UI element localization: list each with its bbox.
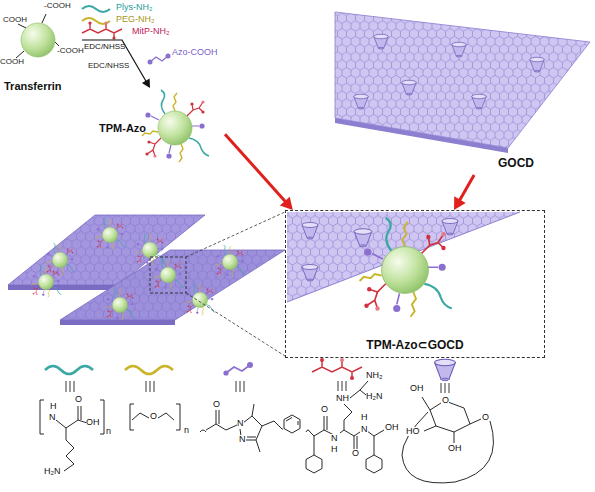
peg-icon xyxy=(125,366,173,374)
node-region: GOCD xyxy=(330,5,592,175)
atom-label: NH xyxy=(336,394,349,403)
annotation: COOH xyxy=(0,58,24,66)
edge-label: EDC/NHSS xyxy=(84,43,125,51)
atom-label: O xyxy=(150,412,157,421)
atom-label: OH xyxy=(410,384,424,393)
atom-label: O xyxy=(352,449,359,458)
atom-label: OH xyxy=(385,423,399,432)
atom-label: n xyxy=(184,426,189,435)
assembled-sheets xyxy=(8,215,285,325)
atom-label: O xyxy=(75,395,82,404)
annotation: COOH xyxy=(3,16,27,24)
annotation: MitP-NH₂ xyxy=(132,27,170,36)
atom-label: N xyxy=(239,435,246,444)
equivalence-symbol xyxy=(66,381,449,393)
zoom-interior xyxy=(287,212,520,317)
node-label: TPM-Azo xyxy=(99,122,146,134)
atom-label: O xyxy=(482,413,489,422)
annotation: -COOH xyxy=(44,2,71,10)
atom-label: H xyxy=(50,402,57,411)
annotation: Plys-NH₂ xyxy=(116,3,153,12)
atom-label: O xyxy=(321,405,328,414)
atom-label: H xyxy=(331,445,338,454)
cd-icon xyxy=(435,359,456,380)
peg-chain xyxy=(82,18,110,24)
atom-label: H₂N xyxy=(366,392,383,401)
azo-group xyxy=(148,54,171,65)
node-label: Transferrin xyxy=(4,80,61,92)
node-label: GOCD xyxy=(498,157,534,170)
reaction-arrow xyxy=(225,134,286,203)
atom-label: N xyxy=(49,413,56,422)
atom-label: H xyxy=(361,413,368,422)
atom-label: HO xyxy=(406,427,420,436)
atom-label: NH₂ xyxy=(366,371,383,380)
reaction-arrow xyxy=(459,175,474,202)
mitp-icon xyxy=(312,358,362,380)
atom-label: N xyxy=(361,425,368,434)
arrow-head xyxy=(454,196,466,210)
chemical-structures xyxy=(40,381,493,483)
protein-sphere xyxy=(21,23,55,57)
mitp-chain xyxy=(82,21,122,39)
atom-label: OH xyxy=(86,418,100,427)
node-region: TPM-Azo xyxy=(95,88,225,172)
plys-chain xyxy=(82,6,110,12)
annotation: -COOH xyxy=(57,47,84,55)
atom-label: O xyxy=(442,396,449,405)
arrow-head xyxy=(280,197,293,210)
arrow-head xyxy=(142,79,150,88)
tpm-azo-particle xyxy=(142,90,209,162)
atom-label: OH xyxy=(448,444,462,453)
annotation: EDC/NHSS xyxy=(88,62,129,70)
plys-icon xyxy=(45,366,93,374)
atom-label: n xyxy=(106,427,111,436)
atom-label: H₂N xyxy=(44,467,61,476)
annotation: Azo-COOH xyxy=(172,48,218,57)
zoom-box: TPM-Azo⊂GOCD xyxy=(285,210,545,358)
annotation: PEG-NH₂ xyxy=(116,15,155,24)
node-label: TPM-Azo⊂GOCD xyxy=(286,339,544,352)
atom-label: N xyxy=(331,434,338,443)
reaction-arrow xyxy=(82,40,147,82)
atom-label: O xyxy=(213,400,220,409)
gocd-sheet xyxy=(335,12,590,153)
azo-icon xyxy=(223,362,253,376)
zoom-lines xyxy=(150,212,285,356)
atom-label: N xyxy=(237,419,244,428)
